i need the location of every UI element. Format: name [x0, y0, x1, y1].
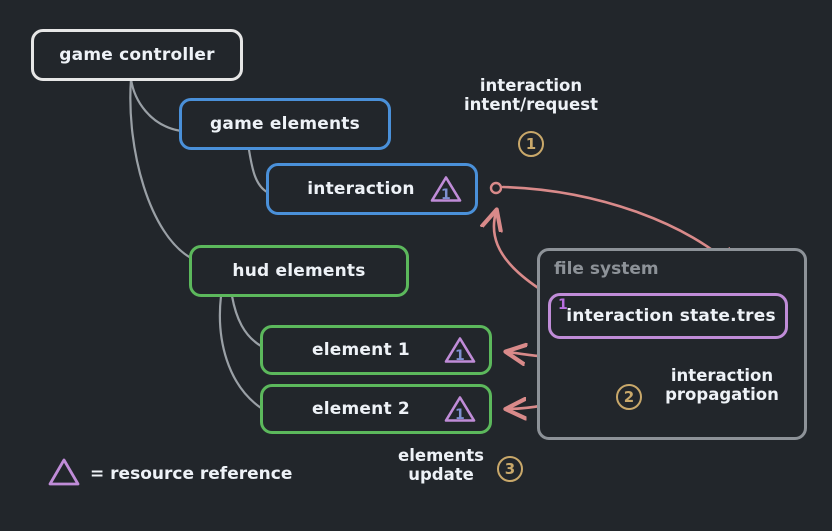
- step-badge-1: 1: [518, 131, 544, 157]
- node-game-controller[interactable]: game controller: [31, 29, 243, 81]
- resource-reference-index: 1: [441, 187, 451, 203]
- node-element-1[interactable]: element 1 1: [260, 325, 492, 375]
- connector-controller-to-game-elements: [129, 77, 183, 133]
- legend-triangle-icon: [46, 456, 82, 492]
- step-badge-2-number: 2: [623, 388, 635, 406]
- connector-hud-to-element-1: [230, 294, 263, 348]
- node-hud-elements[interactable]: hud elements: [189, 245, 409, 297]
- legend: = resource reference: [46, 456, 292, 492]
- resource-reference-index: 1: [455, 407, 465, 423]
- node-game-controller-label: game controller: [59, 45, 215, 65]
- annotation-interaction-intent: interaction intent/request: [456, 76, 606, 115]
- resource-file-superscript: 1: [558, 297, 568, 313]
- legend-label: = resource reference: [90, 464, 293, 484]
- annotation-intent-line2: intent/request: [464, 95, 598, 115]
- node-element-2[interactable]: element 2 1: [260, 384, 492, 434]
- step-badge-2: 2: [616, 384, 642, 410]
- node-game-elements[interactable]: game elements: [179, 98, 391, 150]
- node-hud-elements-label: hud elements: [232, 261, 366, 281]
- annotation-intent-line1: interaction: [479, 76, 583, 95]
- connector-hud-to-element-2: [218, 294, 263, 410]
- node-element-1-label: element 1: [312, 340, 410, 360]
- resource-reference-triangle-icon: 1: [429, 174, 463, 204]
- node-element-2-label: element 2: [312, 399, 410, 419]
- resource-reference-triangle-icon: 1: [443, 335, 477, 365]
- annotation-update-line2: update: [408, 465, 474, 485]
- step-badge-3-number: 3: [504, 460, 516, 478]
- step-badge-3: 3: [497, 456, 523, 482]
- node-interaction[interactable]: interaction 1: [266, 163, 478, 215]
- annotation-elements-update: elements update: [386, 446, 496, 485]
- connector-game-elements-to-interaction: [247, 148, 269, 194]
- annotation-propagation-line1: interaction: [670, 366, 774, 385]
- annotation-interaction-propagation: interaction propagation: [648, 366, 796, 405]
- resource-reference-triangle-icon: 1: [443, 394, 477, 424]
- node-interaction-state-file[interactable]: 1 interaction state.tres: [548, 293, 788, 339]
- step-badge-1-number: 1: [525, 135, 537, 153]
- annotation-update-line1: elements: [398, 446, 484, 465]
- flow-1-source-dot: [489, 181, 503, 195]
- node-game-elements-label: game elements: [210, 114, 360, 134]
- node-interaction-label: interaction: [307, 179, 415, 199]
- node-interaction-state-file-label: interaction state.tres: [566, 306, 776, 326]
- annotation-propagation-line2: propagation: [665, 385, 779, 405]
- file-system-group: file system: [537, 248, 807, 440]
- file-system-title: file system: [554, 259, 659, 279]
- resource-reference-index: 1: [455, 348, 465, 364]
